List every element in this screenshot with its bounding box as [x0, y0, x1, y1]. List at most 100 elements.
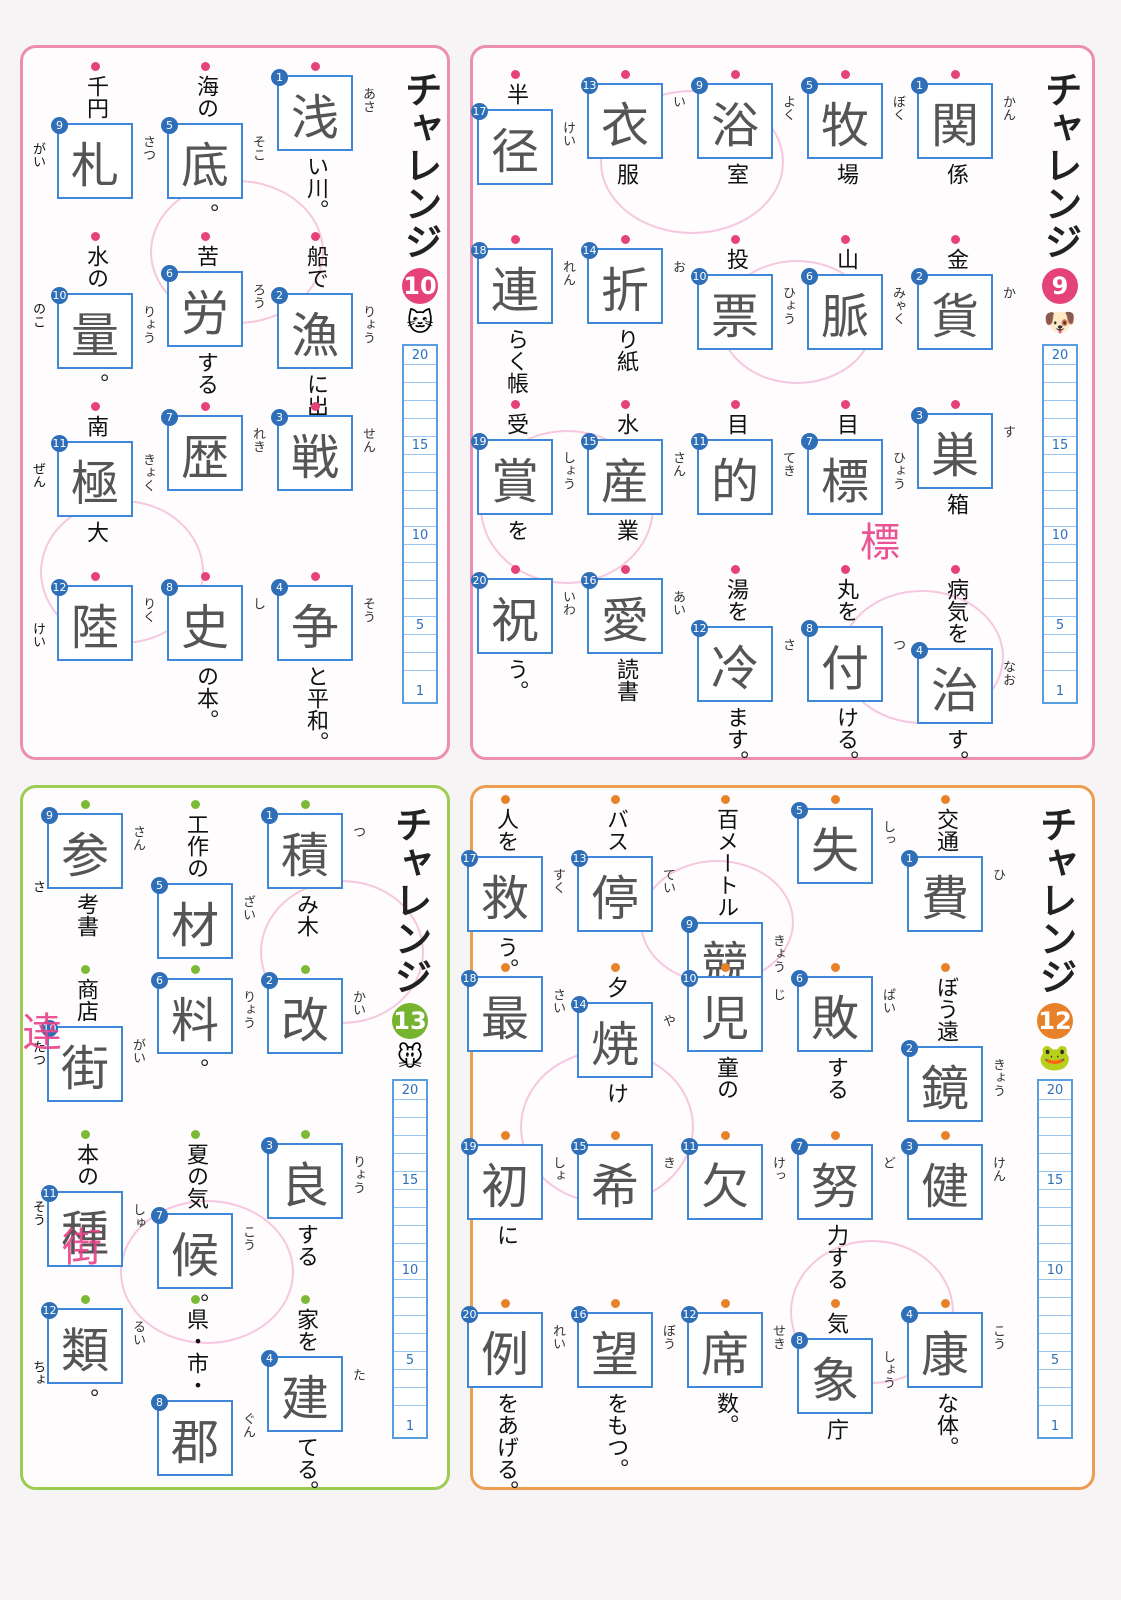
bullet-dot-icon [80, 800, 90, 809]
prompt-text-before: 気 [823, 1312, 848, 1334]
question-number: 1 [901, 850, 918, 867]
bullet-dot-icon [840, 235, 850, 244]
scale-line [1039, 1333, 1071, 1334]
scale-line [404, 544, 436, 545]
prompt-text-after: する [293, 1223, 318, 1267]
furigana-reading: さ [30, 880, 45, 893]
furigana-reading: ぜん [30, 462, 45, 488]
question-number: 1 [261, 807, 278, 824]
furigana-reading: いわ [560, 590, 575, 616]
score-scale: 20 15 10 5 1 [1037, 1079, 1073, 1439]
question-number: 11 [51, 435, 68, 452]
handwritten-answer: 欠 [700, 1159, 749, 1215]
handwritten-answer: 脈 [820, 289, 869, 345]
prompt-text-after: す。 [943, 728, 968, 772]
title-strip-12: チャレンジ 12 🐸 20 15 10 5 1 [1020, 805, 1090, 1439]
question-number: 5 [791, 802, 808, 819]
question-number: 12 [681, 1306, 698, 1323]
scale-line [1044, 562, 1076, 563]
question-number: 12 [691, 620, 708, 637]
handwritten-answer: 連 [490, 263, 539, 319]
question-number: 16 [571, 1306, 588, 1323]
bullet-dot-icon [200, 232, 210, 241]
scale-line [1044, 364, 1076, 365]
scale-line [1039, 1261, 1071, 1262]
scale-line [1044, 598, 1076, 599]
prompt-text-before: 船で [303, 245, 328, 289]
prompt-text-after: の本。 [193, 665, 218, 731]
prompt-text-after: い川。 [303, 155, 328, 221]
